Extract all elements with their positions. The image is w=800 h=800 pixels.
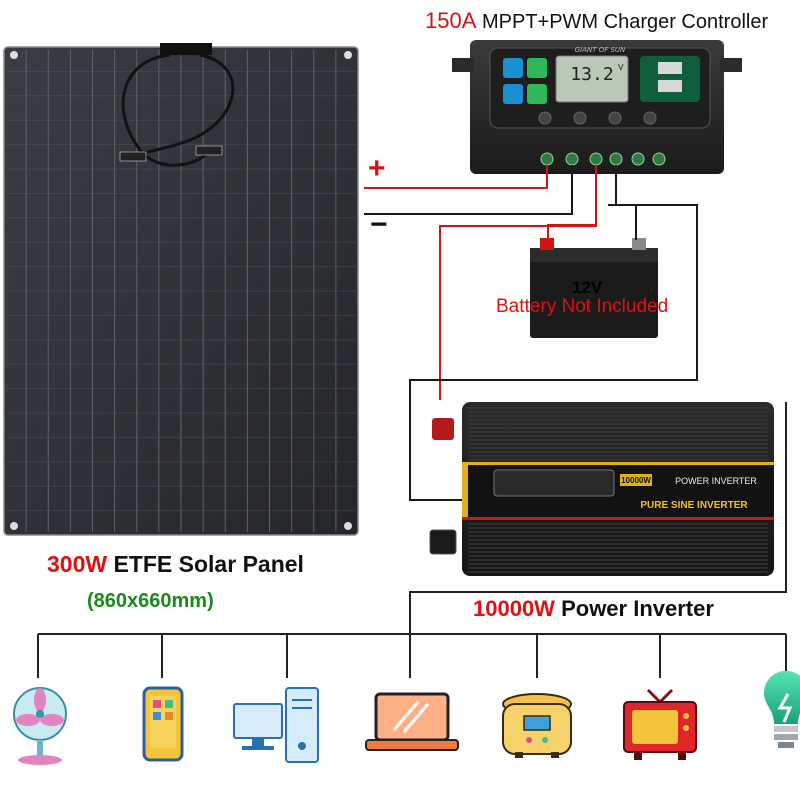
controller-to-battery-wires: [547, 165, 637, 240]
controller-display: 13.2: [570, 64, 613, 85]
desktop-computer-icon: [233, 687, 319, 763]
panel-to-controller-wires: [364, 165, 573, 215]
panel-title: 300W ETFE Solar Panel: [47, 551, 304, 578]
rice-cooker-icon: [502, 693, 572, 758]
load-bus: [37, 402, 787, 678]
controller-rating: 150A: [425, 8, 477, 33]
charge-controller: 13.2 V GIANT OF SUN: [452, 40, 742, 174]
controller-brand: GIANT OF SUN: [575, 46, 626, 54]
light-bulb-icon: [764, 670, 800, 748]
inverter-name: Power Inverter: [561, 596, 714, 621]
positive-sign: +: [368, 152, 386, 185]
battery: [530, 238, 658, 338]
television-icon: [623, 688, 697, 760]
battery-voltage: 12V: [572, 278, 603, 297]
panel-rating: 300W: [47, 551, 108, 577]
smartphone-icon: [142, 686, 184, 762]
inverter-rating: 10000W: [473, 596, 555, 621]
controller-name: MPPT+PWM Charger Controller: [481, 11, 769, 33]
panel-name: ETFE Solar Panel: [113, 551, 304, 577]
inverter-brand-top: POWER INVERTER: [675, 476, 757, 486]
battery-to-inverter-wires: [409, 200, 698, 501]
panel-size: (860x660mm): [87, 590, 214, 612]
negative-sign: −: [370, 208, 388, 241]
inverter-title: 10000W Power Inverter: [473, 596, 714, 622]
inverter-brand-bottom: PURE SINE INVERTER: [640, 500, 748, 511]
inverter-badge: 10000W: [621, 476, 651, 485]
laptop-icon: [365, 692, 459, 751]
solar-panel: [3, 43, 359, 536]
fan-icon: [13, 687, 67, 765]
controller-title: 150A MPPT+PWM Charger Controller: [425, 8, 768, 34]
battery-note: Battery Not Included: [496, 296, 669, 317]
controller-display-unit: V: [618, 63, 624, 72]
power-inverter: 10000W POWER INVERTER PURE SINE INVERTER: [429, 402, 774, 576]
